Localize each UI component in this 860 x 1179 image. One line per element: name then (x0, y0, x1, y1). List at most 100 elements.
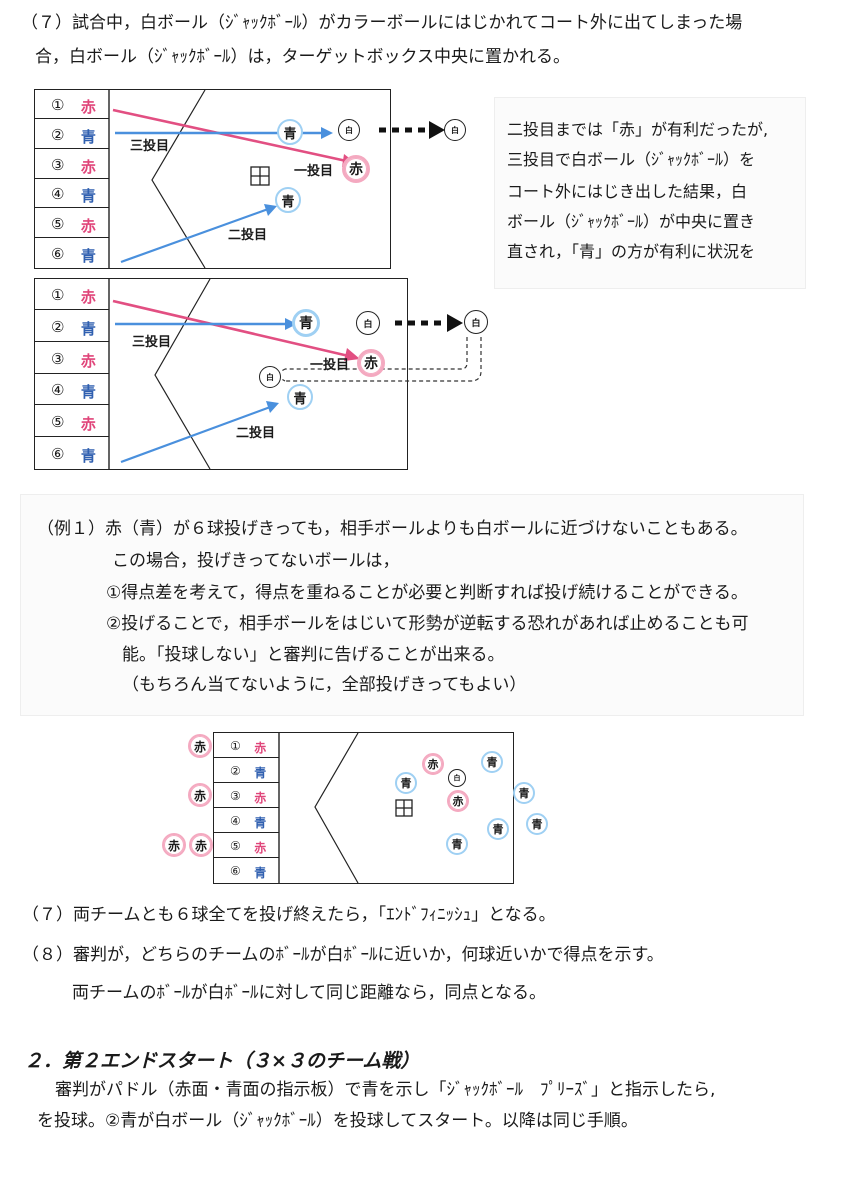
para7-line1: （７）試合中，白ボール（ｼﾞｬｯｸﾎﾞｰﾙ）がカラーボールにはじかれてコート外に… (21, 13, 743, 33)
white-ball: 白 (464, 310, 488, 334)
side-note-line3: コート外にはじき出した結果，白 (507, 182, 748, 201)
white-ball: 白 (444, 119, 466, 141)
example-line5: 能。「投球しない」と審判に告げることが出来る。 (122, 645, 505, 665)
side-note-line4: ボール（ｼﾞｬｯｸﾎﾞｰﾙ）が中央に置き (507, 212, 756, 231)
throw-box-color-label: 青 (80, 320, 96, 339)
example-line3: ①得点差を考えて，得点を重ねることが必要と判断すれば投げ続けることができる。 (106, 583, 748, 603)
court-2-drawing (108, 278, 482, 470)
throw-box-color-label: 青 (80, 187, 96, 206)
throw-box-number: ① (51, 286, 65, 305)
throw-box-color-label: 青 (254, 815, 267, 830)
throw-box-color-label: 赤 (80, 98, 96, 117)
red-ball: 赤 (447, 790, 469, 812)
throw-box-color-label: 青 (254, 765, 267, 780)
throw-box-color-label: 赤 (80, 157, 96, 176)
label-second-throw: 二投目 (236, 426, 276, 441)
blue-ball: 青 (277, 119, 303, 145)
section-2-line2: を投球。②青が白ボール（ｼﾞｬｯｸﾎﾞｰﾙ）を投球してスタート。以降は同じ手順。 (37, 1111, 638, 1131)
blue-ball: 青 (287, 384, 313, 410)
red-ball: 赤 (162, 833, 186, 857)
blue-ball: 青 (275, 187, 301, 213)
throw-box-number: ⑥ (51, 244, 65, 263)
throw-box-number: ③ (51, 155, 65, 174)
side-note-box: 二投目までは「赤」が有利だったが, 三投目で白ボール（ｼﾞｬｯｸﾎﾞｰﾙ）を コ… (494, 97, 806, 289)
red-ball: 赤 (342, 155, 370, 183)
throw-box-number: ④ (230, 813, 241, 828)
example-line4: ②投げることで，相手ボールをはじいて形勢が逆転する恐れがあれば止めることも可 (106, 614, 749, 634)
example-line6: （もちろん当てないように，全部投げきってもよい） (122, 675, 527, 695)
blue-ball: 青 (446, 833, 468, 855)
rule-8-line1: （８）審判が，どちらのチームのﾎﾞｰﾙが白ﾎﾞｰﾙに近いか，何球近いかで得点を示… (22, 945, 664, 965)
example-box: （例１）赤（青）が６球投げきっても，相手ボールよりも白ボールに近づけないこともあ… (20, 494, 804, 716)
throw-box-number: ② (230, 763, 241, 778)
side-note-line5: 直され，「青」の方が有利に状況を (507, 242, 756, 261)
throw-box-color-label: 赤 (80, 217, 96, 236)
rule-8-line2: 両チームのﾎﾞｰﾙが白ﾎﾞｰﾙに対して同じ距離なら，同点となる。 (72, 983, 546, 1003)
throw-box-color-label: 青 (80, 246, 96, 265)
throw-box-number: ① (51, 96, 65, 115)
para7-line2: 合，白ボール（ｼﾞｬｯｸﾎﾞｰﾙ）は，ターゲットボックス中央に置かれる。 (35, 47, 570, 67)
white-ball: 白 (356, 311, 380, 335)
side-note-line1: 二投目までは「赤」が有利だったが, (507, 120, 769, 139)
throw-box-color-label: 赤 (80, 415, 96, 434)
throw-box-number: ⑥ (230, 863, 241, 878)
label-third-throw: 三投目 (132, 335, 172, 350)
label-third-throw: 三投目 (130, 139, 170, 154)
blue-ball: 青 (395, 772, 417, 794)
section-2-line1: 審判がパドル（赤面・青面の指示板）で青を示し「ｼﾞｬｯｸﾎﾞｰﾙ ﾌﾟﾘｰｽﾞ」… (55, 1080, 716, 1100)
section-2-title: ２．第２エンドスタート（３×３のチーム戦） (24, 1050, 420, 1072)
throw-box-color-label: 赤 (80, 351, 96, 370)
throw-box-color-label: 赤 (254, 790, 267, 805)
label-second-throw: 二投目 (228, 228, 268, 243)
throw-box-number: ② (51, 126, 65, 145)
throw-box-color-label: 青 (80, 446, 96, 465)
throw-box-number: ① (230, 738, 241, 753)
throw-box-color-label: 赤 (254, 740, 267, 755)
throw-box-color-label: 赤 (254, 840, 267, 855)
red-ball: 赤 (189, 833, 213, 857)
throw-box-color-label: 青 (80, 128, 96, 147)
red-ball: 赤 (188, 734, 212, 758)
court-3-drawing (278, 732, 413, 884)
blue-ball: 青 (513, 782, 535, 804)
blue-ball: 青 (292, 309, 320, 337)
throw-box-number: ② (51, 318, 65, 337)
throw-box-number: ③ (230, 788, 241, 803)
blue-ball: 青 (481, 751, 503, 773)
throw-box-number: ④ (51, 381, 65, 400)
red-ball: 赤 (188, 783, 212, 807)
example-line1: （例１）赤（青）が６球投げきっても，相手ボールよりも白ボールに近づけないこともあ… (37, 519, 748, 539)
red-ball: 赤 (422, 753, 444, 775)
blue-ball: 青 (526, 813, 548, 835)
white-ball: 白 (259, 366, 281, 388)
throw-box-color-label: 青 (80, 383, 96, 402)
throw-box-number: ⑤ (230, 838, 241, 853)
rule-7: （７）両チームとも６球全てを投げ終えたら，「ｴﾝﾄﾞﾌｨﾆｯｼｭ」となる。 (22, 905, 556, 925)
label-first-throw: 一投目 (294, 164, 334, 179)
white-ball: 白 (338, 119, 360, 141)
red-ball: 赤 (357, 349, 385, 377)
throw-box-number: ⑤ (51, 413, 65, 432)
blue-ball: 青 (487, 818, 509, 840)
court-1-drawing (108, 89, 445, 269)
